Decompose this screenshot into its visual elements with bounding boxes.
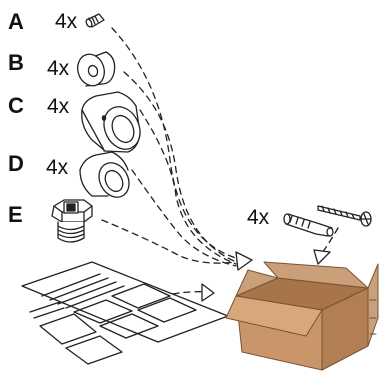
sleeve-with-hole-icon: [82, 92, 147, 155]
instruction-sheet-icon: [22, 262, 228, 364]
short-spacer-icon: [74, 51, 115, 89]
plug-fitting-icon: [52, 200, 92, 242]
set-screw-icon: [85, 14, 104, 28]
wood-screw-icon: [318, 206, 371, 226]
wall-plug-icon: [284, 214, 333, 236]
medium-spacer-icon: [80, 152, 135, 202]
cardboard-box-icon: [226, 262, 378, 370]
dashed-arrows: [102, 28, 338, 300]
